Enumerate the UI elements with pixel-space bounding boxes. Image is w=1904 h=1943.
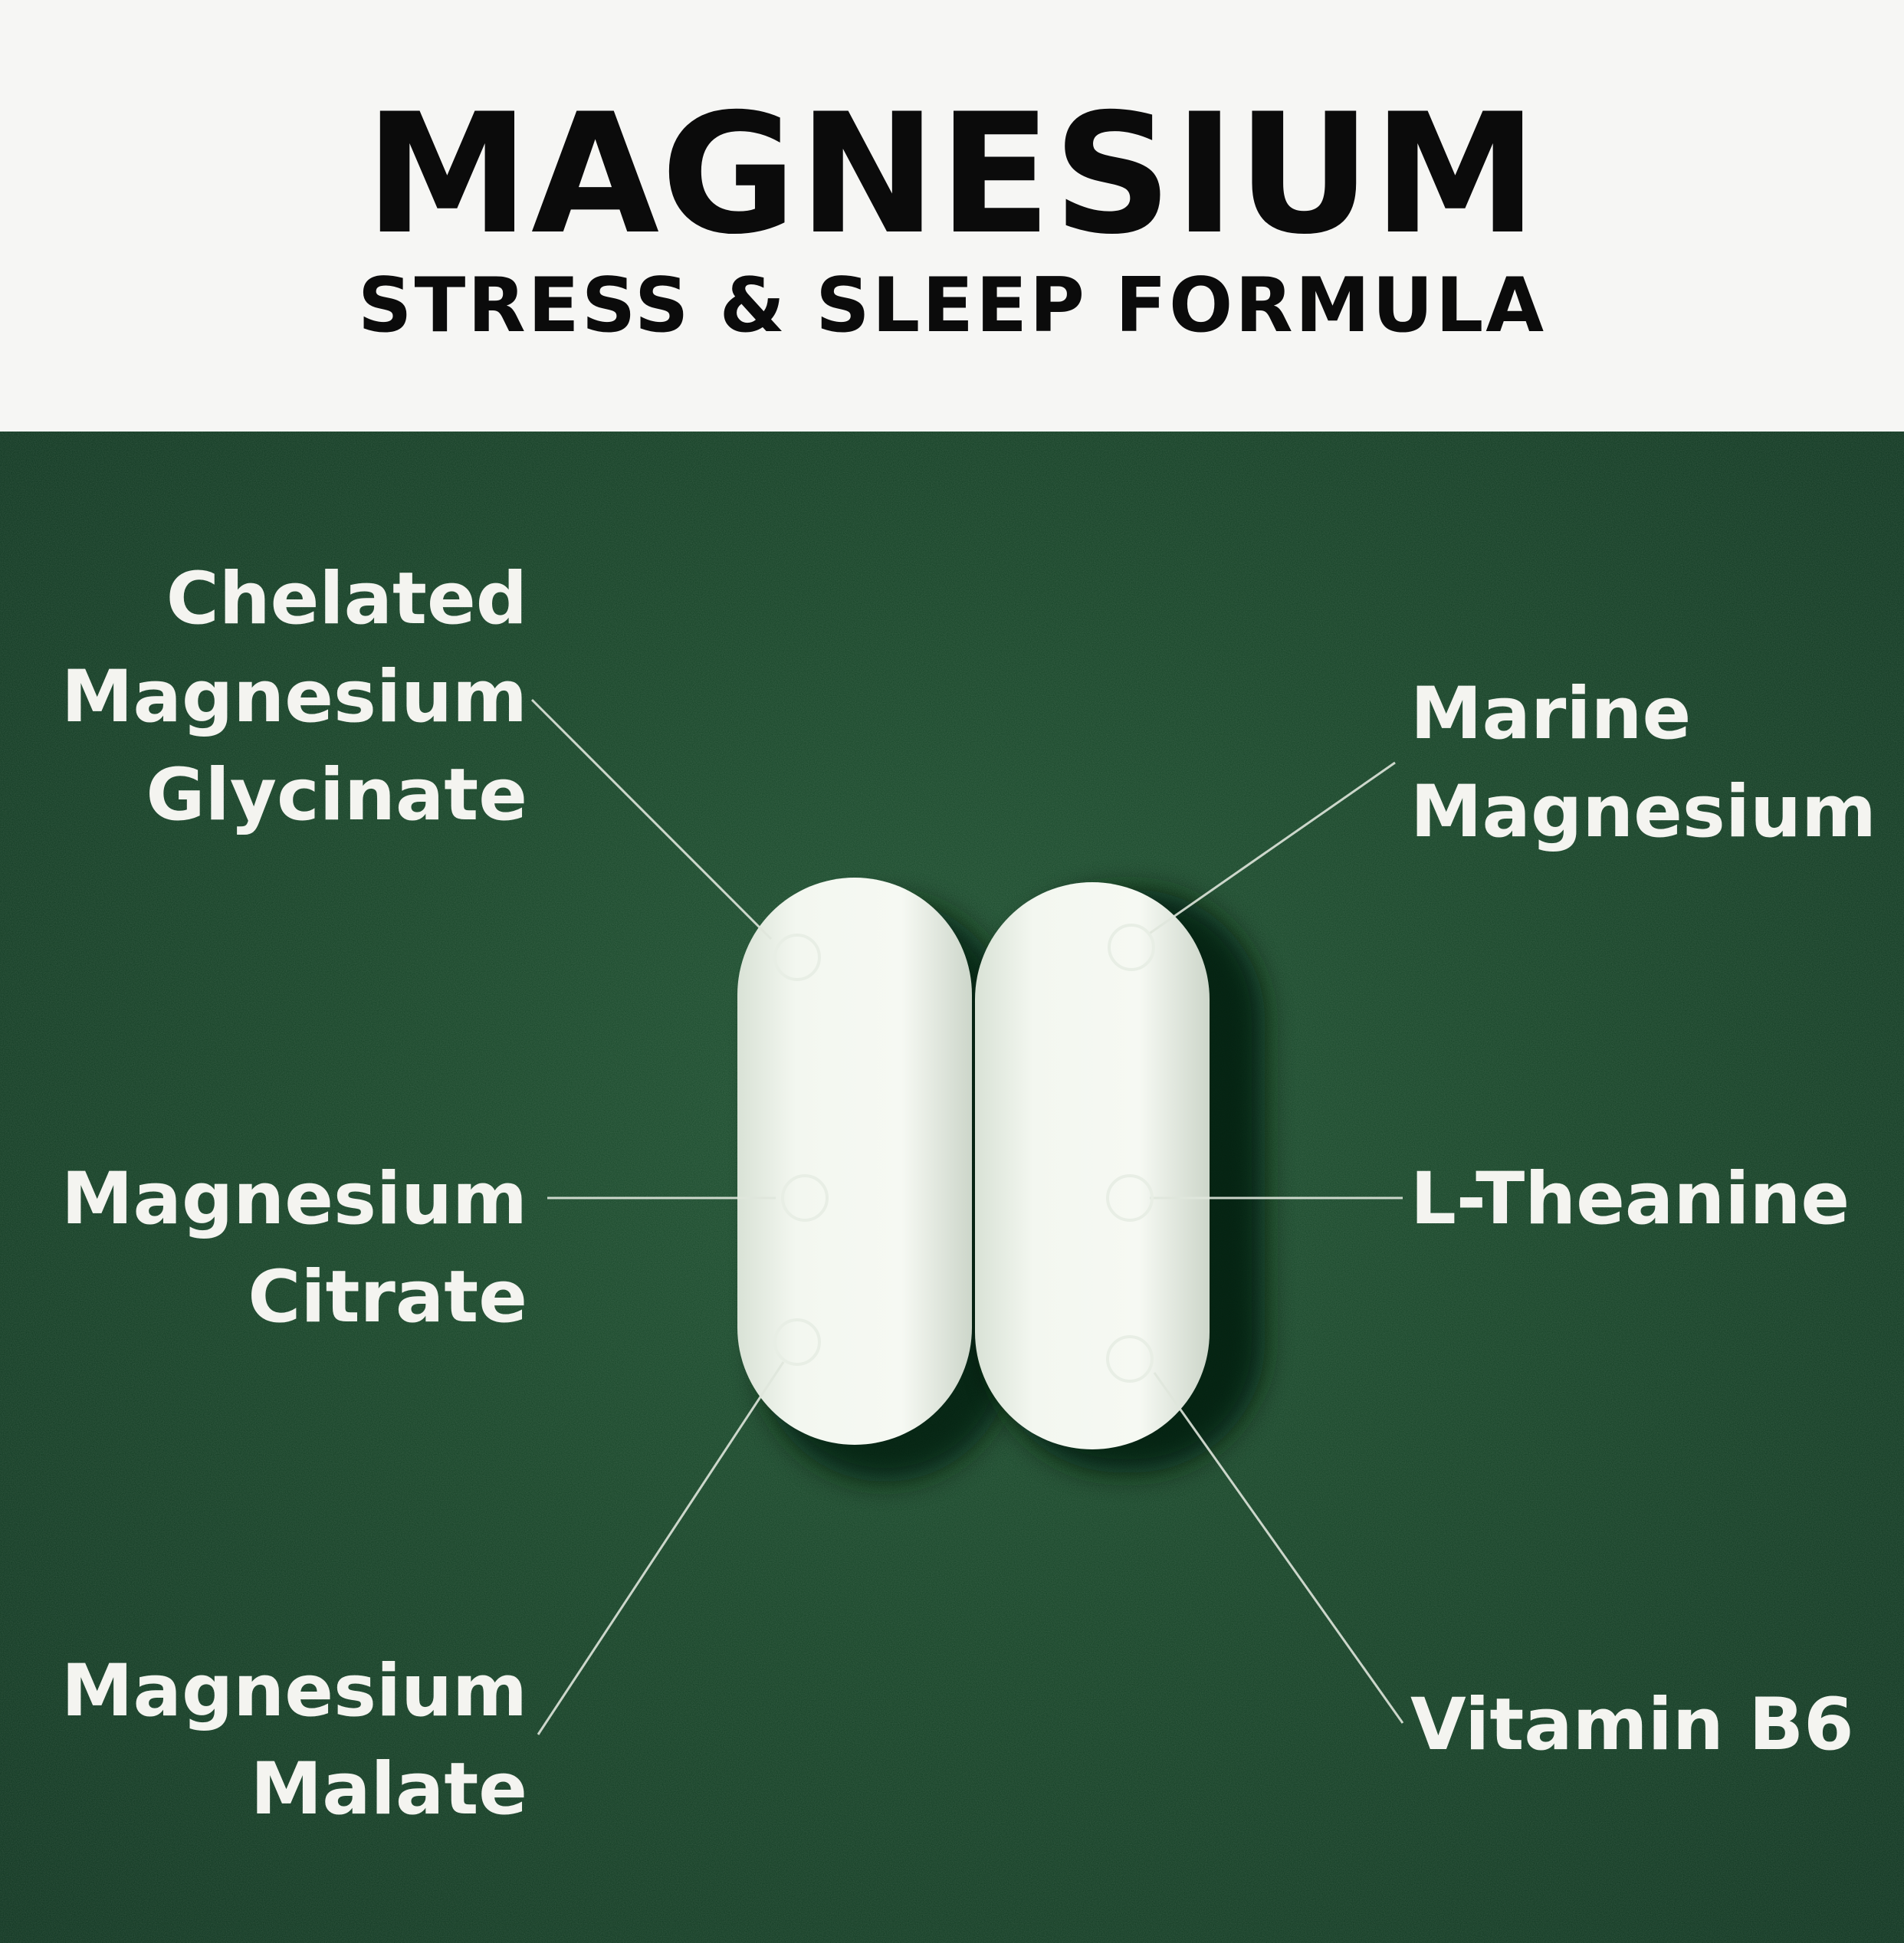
label-line: Malate	[250, 1748, 527, 1831]
label-magnesium-citrate: Magnesium Citrate	[61, 1150, 527, 1347]
label-vitamin-b6: Vitamin B6	[1410, 1676, 1854, 1774]
page-subtitle: STRESS & SLEEP FORMULA	[357, 262, 1547, 350]
label-line: L-Theanine	[1410, 1157, 1850, 1241]
label-line: Magnesium	[1410, 770, 1876, 854]
marker-ring-theanine	[1106, 1174, 1154, 1222]
label-line: Citrate	[248, 1255, 527, 1339]
label-line: Magnesium	[61, 1649, 527, 1733]
page-title: MAGNESIUM	[364, 78, 1539, 271]
leader-line-marine	[1147, 761, 1396, 936]
label-magnesium-malate: Magnesium Malate	[61, 1643, 527, 1839]
label-line: Glycinate	[146, 753, 527, 837]
leader-line-chelated	[530, 698, 773, 940]
marker-ring-citrate	[781, 1174, 829, 1222]
label-marine-magnesium: Marine Magnesium	[1410, 665, 1876, 862]
leader-line-malate	[537, 1361, 785, 1735]
tablet-right	[975, 882, 1210, 1449]
marker-ring-b6	[1106, 1335, 1154, 1383]
marker-ring-malate	[773, 1318, 821, 1366]
marker-ring-chelated	[773, 934, 821, 981]
label-line: Magnesium	[61, 655, 527, 739]
label-line: Chelated	[166, 557, 527, 641]
label-l-theanine: L-Theanine	[1410, 1150, 1850, 1249]
label-chelated-magnesium-glycinate: Chelated Magnesium Glycinate	[61, 550, 527, 845]
label-line: Magnesium	[61, 1157, 527, 1241]
label-line: Marine	[1410, 672, 1692, 756]
tablet-left	[737, 878, 972, 1445]
header-banner: MAGNESIUM STRESS & SLEEP FORMULA	[0, 0, 1904, 432]
tablets-illustration	[530, 698, 1404, 1735]
label-line: Vitamin B6	[1410, 1683, 1854, 1767]
marker-ring-marine	[1108, 924, 1155, 971]
leader-line-b6	[1153, 1372, 1404, 1724]
product-photo-panel: Chelated Magnesium Glycinate Magnesium C…	[0, 432, 1904, 1943]
